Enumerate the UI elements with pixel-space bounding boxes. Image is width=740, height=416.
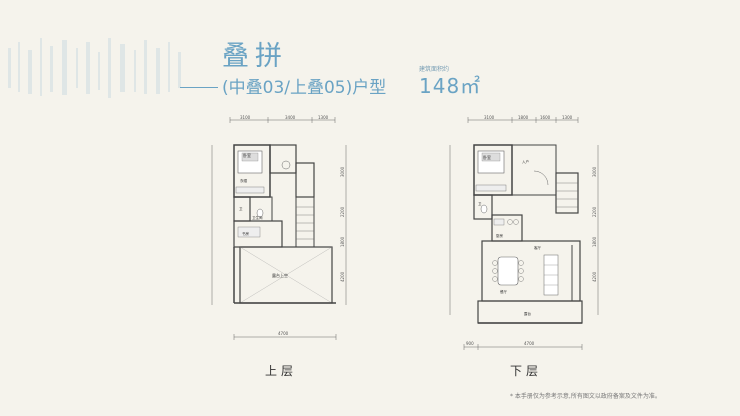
lower-floor-plan: 3100 1800 1600 1300 3000 2200 1800 4200 … <box>444 115 603 355</box>
dim-top-1: 3100 <box>240 115 251 120</box>
room-bedroom: 卧室 <box>243 152 251 158</box>
dim-bottom: 4700 <box>278 331 289 336</box>
upper-floor-plan: 3100 3400 1300 3000 2200 1800 4200 3000 … <box>206 115 350 345</box>
dim-bottom-1: 900 <box>466 341 474 346</box>
dim-top-3: 1600 <box>540 115 551 120</box>
subtitle-rule <box>180 87 218 88</box>
dim-left-3: 1800 <box>210 233 211 244</box>
room-study: 书房 <box>242 231 249 236</box>
dim-left-4: 4200 <box>210 273 211 284</box>
dim-right-4: 4200 <box>592 271 597 282</box>
dim-right-3: 1800 <box>592 236 597 247</box>
dim-right-4: 4200 <box>340 271 345 282</box>
room-wc: 卫 <box>239 207 243 211</box>
dim-left-1: 3000 <box>210 168 211 179</box>
dim-bottom-2: 4700 <box>524 341 535 346</box>
lower-floor-label: 下层 <box>510 364 543 378</box>
dim-top-1: 3100 <box>484 115 495 120</box>
dim-left-1: 3000 <box>448 168 449 179</box>
room-bedroom: 卧室 <box>483 154 491 160</box>
dim-right-1: 3000 <box>592 166 597 177</box>
dim-top-4: 1300 <box>562 115 573 120</box>
page-title: 叠拼 <box>222 41 288 72</box>
dim-left-2: 2200 <box>448 203 449 214</box>
dim-top-3: 1300 <box>318 115 329 120</box>
dim-top-2: 3400 <box>285 115 296 120</box>
room-dining: 餐厅 <box>500 289 508 294</box>
room-terrace: 露台 <box>524 311 532 316</box>
decorative-stripes <box>0 38 200 108</box>
unit-type-subtitle: (中叠03/上叠05)户型 <box>222 78 387 98</box>
dim-left-3: 1800 <box>448 228 449 239</box>
room-wc: 卫 <box>478 202 482 206</box>
dim-left-4: 4200 <box>448 273 449 284</box>
dim-left-2: 2200 <box>210 208 211 219</box>
room-terrace-void: 露台上空 <box>272 272 288 278</box>
area-value: 148㎡ <box>419 74 482 98</box>
room-closet: 衣帽 <box>240 178 247 183</box>
room-entry: 入户 <box>522 159 529 164</box>
dim-right-1: 3000 <box>340 166 345 177</box>
footnote: * 本手册仅为参考示意,所有图文以政府备案及文件为准。 <box>510 393 661 400</box>
room-bathroom: 卫生间 <box>252 215 263 220</box>
area-label: 建筑面积约 <box>419 66 450 73</box>
dim-top-2: 1800 <box>518 115 529 120</box>
room-kitchen: 厨房 <box>496 233 504 238</box>
room-living: 客厅 <box>534 245 542 250</box>
dim-right-3: 1800 <box>340 236 345 247</box>
dim-right-2: 2200 <box>340 206 345 217</box>
dim-right-2: 2200 <box>592 206 597 217</box>
upper-floor-label: 上层 <box>265 364 298 378</box>
